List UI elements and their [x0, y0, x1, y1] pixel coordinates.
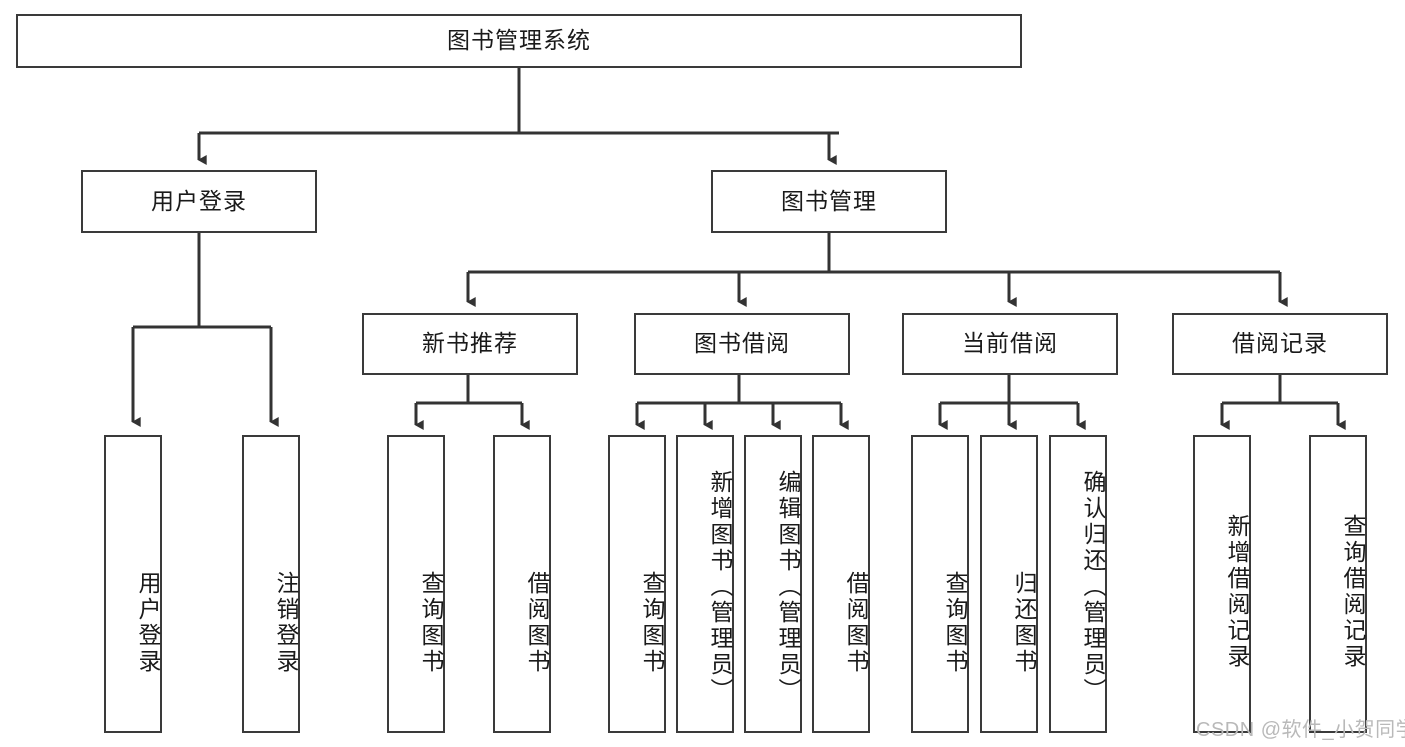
node-label: 注销登录: [273, 571, 299, 675]
node-label: 查询图书: [639, 571, 665, 675]
node-root-book-management-system[interactable]: 图书管理系统: [16, 14, 1022, 68]
leaf-new-book-query-book[interactable]: 查询图书: [387, 435, 445, 733]
node-label: 新增借阅记录: [1224, 514, 1250, 670]
node-label: 归还图书: [1011, 571, 1037, 675]
node-current-borrow[interactable]: 当前借阅: [902, 313, 1118, 375]
node-label: 查询图书: [942, 571, 968, 675]
leaf-borrow-record-query-record[interactable]: 查询借阅记录: [1309, 435, 1367, 733]
node-label: 新书推荐: [422, 330, 518, 357]
node-borrow-record[interactable]: 借阅记录: [1172, 313, 1388, 375]
node-label: 查询图书: [418, 571, 444, 675]
node-label: 用户登录: [135, 571, 161, 675]
node-book-management[interactable]: 图书管理: [711, 170, 947, 233]
node-label: 借阅图书: [524, 571, 550, 675]
node-label: 查询借阅记录: [1340, 514, 1366, 670]
leaf-current-borrow-return-book[interactable]: 归还图书: [980, 435, 1038, 733]
node-label: 图书借阅: [694, 330, 790, 357]
leaf-current-borrow-query-book[interactable]: 查询图书: [911, 435, 969, 733]
node-label: 借阅记录: [1232, 330, 1328, 357]
node-user-login[interactable]: 用户登录: [81, 170, 317, 233]
node-label: 当前借阅: [962, 330, 1058, 357]
node-label: 图书管理系统: [447, 27, 591, 54]
node-new-book-recommend[interactable]: 新书推荐: [362, 313, 578, 375]
leaf-book-borrow-edit-book-admin[interactable]: 编辑图书（管理员）: [744, 435, 802, 733]
leaf-user-login-login[interactable]: 用户登录: [104, 435, 162, 733]
leaf-book-borrow-query-book[interactable]: 查询图书: [608, 435, 666, 733]
leaf-book-borrow-borrow-book[interactable]: 借阅图书: [812, 435, 870, 733]
node-label: 用户登录: [151, 187, 247, 214]
node-label: 确认归还（管理员）: [1080, 470, 1106, 704]
leaf-borrow-record-add-record[interactable]: 新增借阅记录: [1193, 435, 1251, 733]
node-book-borrow[interactable]: 图书借阅: [634, 313, 850, 375]
leaf-user-login-logout[interactable]: 注销登录: [242, 435, 300, 733]
node-label: 新增图书（管理员）: [707, 470, 733, 704]
node-label: 图书管理: [781, 187, 877, 214]
leaf-book-borrow-add-book-admin[interactable]: 新增图书（管理员）: [676, 435, 734, 733]
leaf-current-borrow-confirm-return-admin[interactable]: 确认归还（管理员）: [1049, 435, 1107, 733]
leaf-new-book-borrow-book[interactable]: 借阅图书: [493, 435, 551, 733]
node-label: 借阅图书: [843, 571, 869, 675]
node-label: 编辑图书（管理员）: [775, 470, 801, 704]
